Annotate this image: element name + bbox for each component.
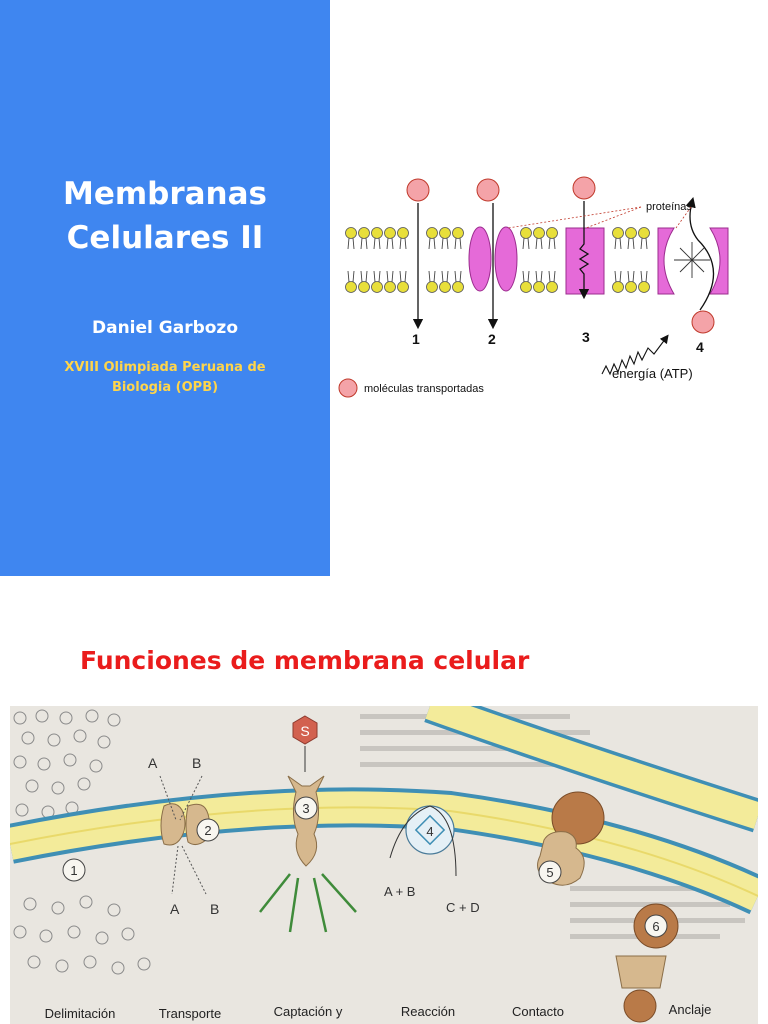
signal-molecule <box>292 715 318 745</box>
function-marker-1 <box>62 858 86 882</box>
reaction-input: A + B <box>384 884 415 899</box>
cover-author: Daniel Garbozo <box>91 318 239 338</box>
cover-title-line-2: Celulares II <box>66 220 264 256</box>
legend-molecule-icon <box>338 378 358 398</box>
contact-cell-protein <box>551 791 605 845</box>
caption-transporte: Transporte <box>159 1006 221 1021</box>
pump-arrow-4 <box>685 196 715 311</box>
caption-delimitacion: Delimitación <box>45 1006 116 1021</box>
cover-event-line-2: Biologia (OPB) <box>111 380 219 395</box>
cover-event-line-1: XVIII Olimpiada Peruana de <box>64 360 266 375</box>
function-marker-3 <box>294 796 318 820</box>
cover-event: XVIII Olimpiada Peruana de Biologia (OPB… <box>40 358 290 398</box>
reaction-output: C + D <box>446 900 480 915</box>
carrier-protein <box>565 227 605 295</box>
function-marker-2-label: 2 <box>204 823 211 838</box>
channel-number-3: 3 <box>582 329 590 345</box>
small-vesicles <box>13 709 151 975</box>
proteins-leader-lines <box>507 206 692 229</box>
anchor-base <box>623 989 657 1023</box>
caption-captacion: Captación y <box>274 1004 343 1019</box>
legend-label: moléculas transportadas <box>364 383 484 395</box>
receptor-protein <box>287 775 325 867</box>
transport-bottom-b: B <box>210 901 219 917</box>
cover-title-line-1: Membranas <box>62 176 267 212</box>
function-marker-6 <box>644 914 668 938</box>
anchor-protein <box>615 955 667 989</box>
cover-slide: Membranas Celulares II Daniel Garbozo XV… <box>0 0 330 576</box>
function-marker-6-label: 6 <box>652 919 659 934</box>
pump-protein-left <box>657 227 675 295</box>
carrier-arrow-3 <box>578 201 590 300</box>
caption-anclaje: Anclaje <box>669 1002 712 1017</box>
function-marker-2 <box>196 818 220 842</box>
function-marker-5-label: 5 <box>546 865 553 880</box>
channel-number-1: 1 <box>412 331 420 347</box>
transport-top-b: B <box>192 755 201 771</box>
channel-number-4: 4 <box>696 339 704 355</box>
pump-rotor <box>674 242 710 278</box>
enzyme-active-site <box>414 814 446 846</box>
function-marker-1-label: 1 <box>70 863 77 878</box>
function-marker-5 <box>538 860 562 884</box>
function-marker-3-label: 3 <box>302 801 309 816</box>
reaction-arrow <box>389 805 457 877</box>
transported-molecule-1 <box>406 178 430 202</box>
transported-molecule-4 <box>691 310 715 334</box>
transported-molecule-3 <box>572 176 596 200</box>
caption-contacto: Contacto <box>512 1004 564 1019</box>
cover-title: Membranas Celulares II <box>0 172 330 260</box>
section-title: Funciones de membrana celular <box>80 646 530 675</box>
channel-protein-right <box>494 226 518 292</box>
secondary-membrane-band <box>424 706 758 833</box>
proteins-label: proteínas <box>646 201 692 213</box>
energy-arrow <box>601 334 669 376</box>
membrane-transport-diagram: proteínas energía (ATP) 1 2 3 4 molécula… <box>338 176 729 398</box>
function-marker-4-label: 4 <box>426 824 433 839</box>
transported-molecule-2 <box>476 178 500 202</box>
channel-protein-left <box>468 226 492 292</box>
transport-bottom-a: A <box>170 901 180 917</box>
caption-reaccion: Reacción <box>401 1004 455 1019</box>
transport-arrows <box>159 775 207 895</box>
membrane-functions-diagram: 1 2 A B A B S 3 4 A + B C + D 5 6 Delimi… <box>10 706 758 1024</box>
channel-number-2: 2 <box>488 331 496 347</box>
pump-protein-right <box>709 227 729 295</box>
signal-label: S <box>300 723 309 739</box>
energy-label: energía (ATP) <box>612 366 693 381</box>
transport-top-a: A <box>148 755 158 771</box>
signal-cascade-arrows <box>259 873 357 933</box>
